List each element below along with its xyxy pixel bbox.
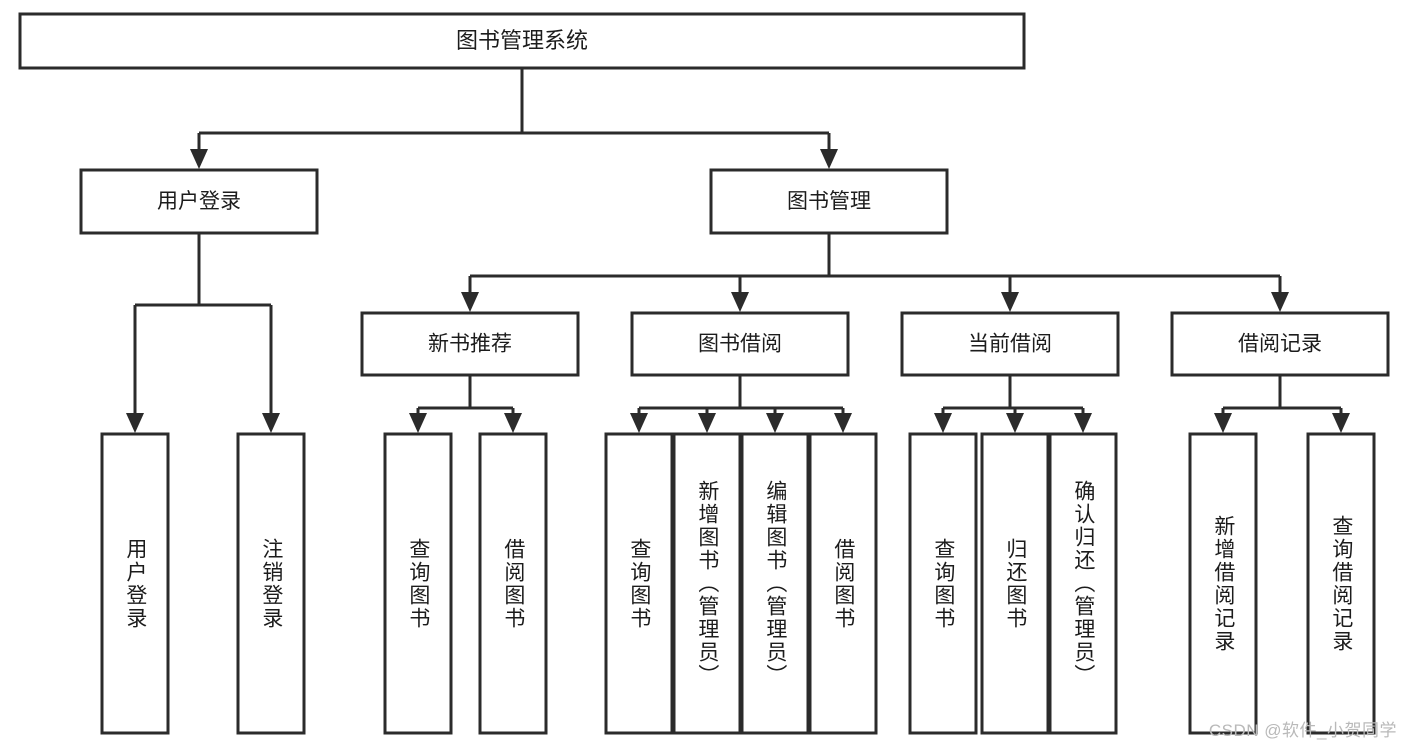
leaf-box-11[interactable] [1188,432,1258,735]
node-label: 当前借阅 [968,333,1052,356]
node-box-level3-1[interactable] [630,311,850,377]
leaf-box-2[interactable] [383,432,453,735]
leaf-box-7[interactable] [808,432,878,735]
node-box-level3-3[interactable] [1170,311,1390,377]
leaf-box-9[interactable] [980,432,1050,735]
node-box-level2-0[interactable] [79,168,319,235]
leaf-box-1[interactable] [236,432,306,735]
node-box-level3-0[interactable] [360,311,580,377]
leaf-box-0[interactable] [100,432,170,735]
leaf-box-12[interactable] [1306,432,1376,735]
node-box-root[interactable] [18,12,1026,70]
leaf-box-5[interactable] [672,432,742,735]
leaf-box-3[interactable] [478,432,548,735]
connectors-layer [126,68,1350,433]
node-box-level2-1[interactable] [709,168,949,235]
node-label: 图书借阅 [698,333,782,356]
node-label: 借阅记录 [1238,333,1322,356]
node-label: 新书推荐 [428,333,512,356]
node-label: 用户登录 [157,190,241,213]
node-box-level3-2[interactable] [900,311,1120,377]
leaf-box-10[interactable] [1048,432,1118,735]
node-label: 图书管理系统 [456,28,588,53]
leaf-box-6[interactable] [740,432,810,735]
leaf-box-8[interactable] [908,432,978,735]
leaf-box-4[interactable] [604,432,674,735]
node-label: 图书管理 [787,190,871,213]
boxes-layer [18,12,1390,735]
